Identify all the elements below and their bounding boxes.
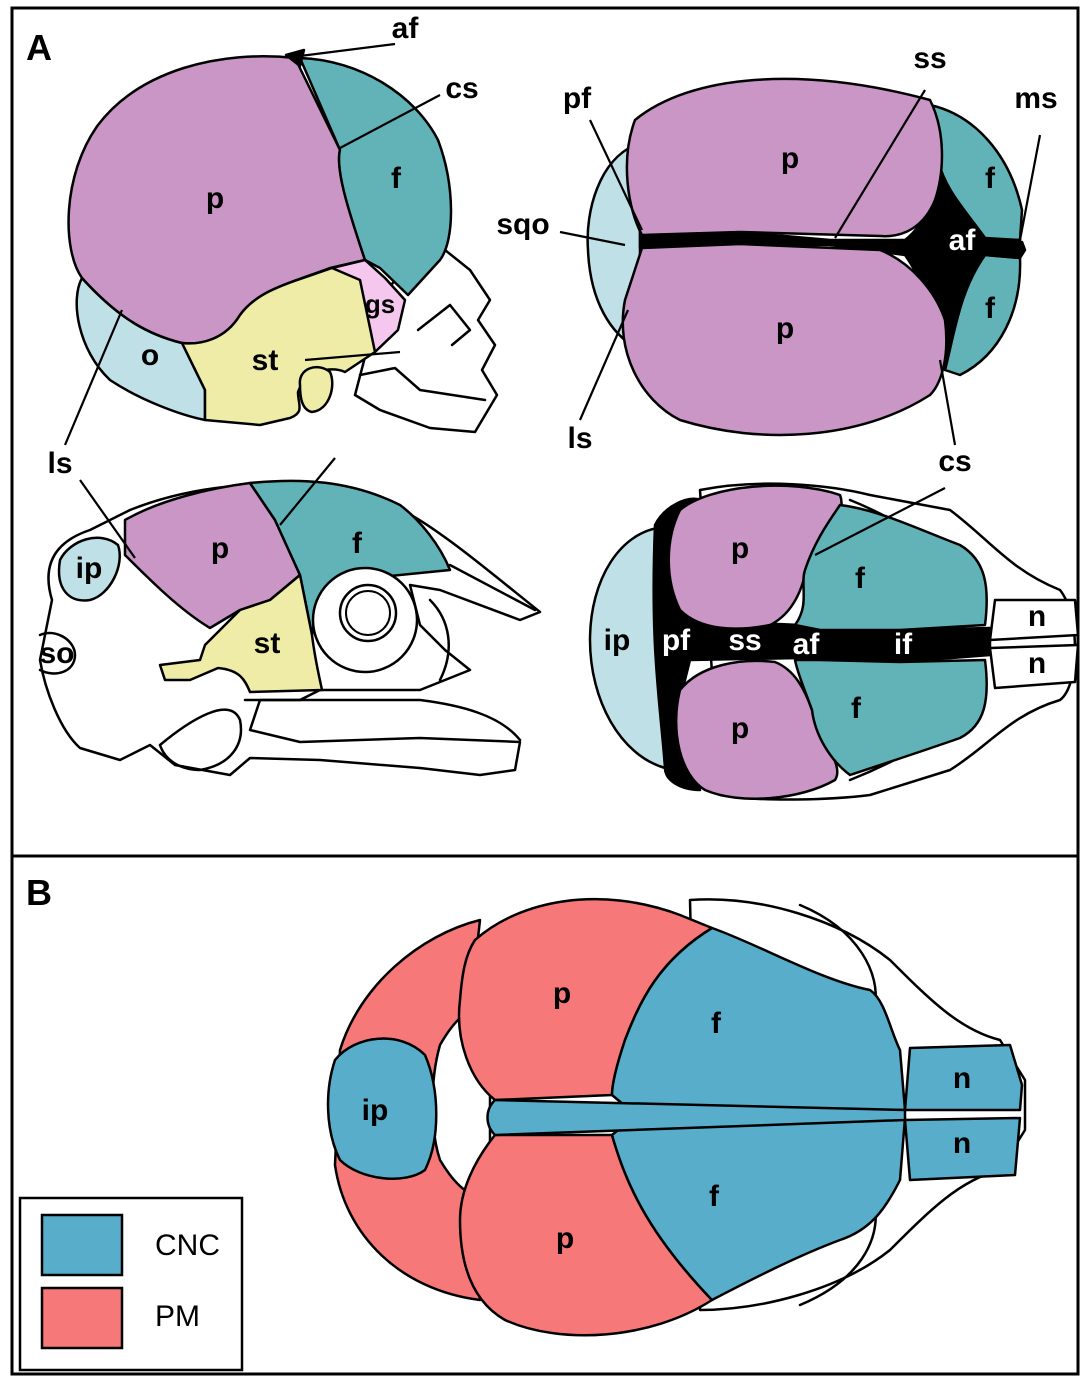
label-ss-4: ss <box>728 624 761 657</box>
leader-ls-2 <box>580 310 628 420</box>
label-ss: ss <box>913 42 946 75</box>
label-ls-2: ls <box>567 422 592 455</box>
leader-ms-2 <box>1020 135 1040 240</box>
label-p-3: p <box>211 532 229 565</box>
legend-swatch-pm <box>42 1288 122 1348</box>
label-af-2: af <box>949 224 977 257</box>
label-p: p <box>206 182 224 215</box>
mouse-zygoma <box>245 700 520 740</box>
label-n-4-top: n <box>1028 600 1046 633</box>
panel-b-dorsal-skull: p p f f ip n n <box>328 899 1025 1335</box>
label-n-4-bottom: n <box>1028 647 1046 680</box>
legend: CNC PM <box>20 1198 242 1370</box>
label-f-4-bottom: f <box>851 692 862 725</box>
label-p-top: p <box>781 142 799 175</box>
legend-swatch-cnc <box>42 1215 122 1275</box>
view-lateral-head: af cs p f gs o st ls <box>47 12 497 480</box>
label-gs: gs <box>365 289 395 319</box>
label-if-4: if <box>894 628 913 661</box>
label-cs: cs <box>445 72 478 105</box>
label-f: f <box>391 162 402 195</box>
tympanic-ring <box>300 367 332 412</box>
label-p-bottom: p <box>776 312 794 345</box>
label-af-4: af <box>793 628 821 661</box>
panel-a-letter: A <box>26 27 52 68</box>
label-st-3: st <box>254 627 281 660</box>
label-o: o <box>141 339 159 372</box>
leader-af-1 <box>300 44 395 56</box>
label-cs-2: cs <box>938 445 971 478</box>
label-f-top: f <box>985 162 996 195</box>
label-st: st <box>252 344 279 377</box>
label-p-4-top: p <box>731 532 749 565</box>
label-b-f-top: f <box>711 1007 722 1040</box>
label-ms: ms <box>1014 82 1057 115</box>
label-b-ip: ip <box>362 1094 389 1127</box>
label-f-bottom: f <box>985 292 996 325</box>
view-dorsal-neonate: ss pf ms sqo p p f f af ls cs <box>496 42 1057 478</box>
label-f-3: f <box>352 527 363 560</box>
label-so-3: so <box>39 637 74 670</box>
label-f-4-top: f <box>855 562 866 595</box>
label-b-n-bottom: n <box>953 1127 971 1160</box>
label-pf-4: pf <box>662 624 691 657</box>
view-lateral-mouse: ip p f so st <box>39 458 540 775</box>
legend-label-pm: PM <box>155 1300 200 1333</box>
label-pf: pf <box>563 82 592 115</box>
orbit-inner <box>340 585 396 641</box>
label-b-f-bottom: f <box>709 1180 720 1213</box>
label-af: af <box>392 12 420 45</box>
label-ls: ls <box>47 447 72 480</box>
label-b-p-top: p <box>553 977 571 1010</box>
label-p-4-bottom: p <box>731 712 749 745</box>
label-b-p-bottom: p <box>556 1222 574 1255</box>
panel-b-letter: B <box>26 872 52 913</box>
label-ip-3: ip <box>76 552 103 585</box>
label-b-n-top: n <box>953 1062 971 1095</box>
legend-label-cnc: CNC <box>155 1229 220 1262</box>
label-sqo: sqo <box>496 208 549 241</box>
view-dorsal-mouse: ip pf ss af if p p f f n n <box>590 484 1078 800</box>
label-ip-4: ip <box>604 624 631 657</box>
